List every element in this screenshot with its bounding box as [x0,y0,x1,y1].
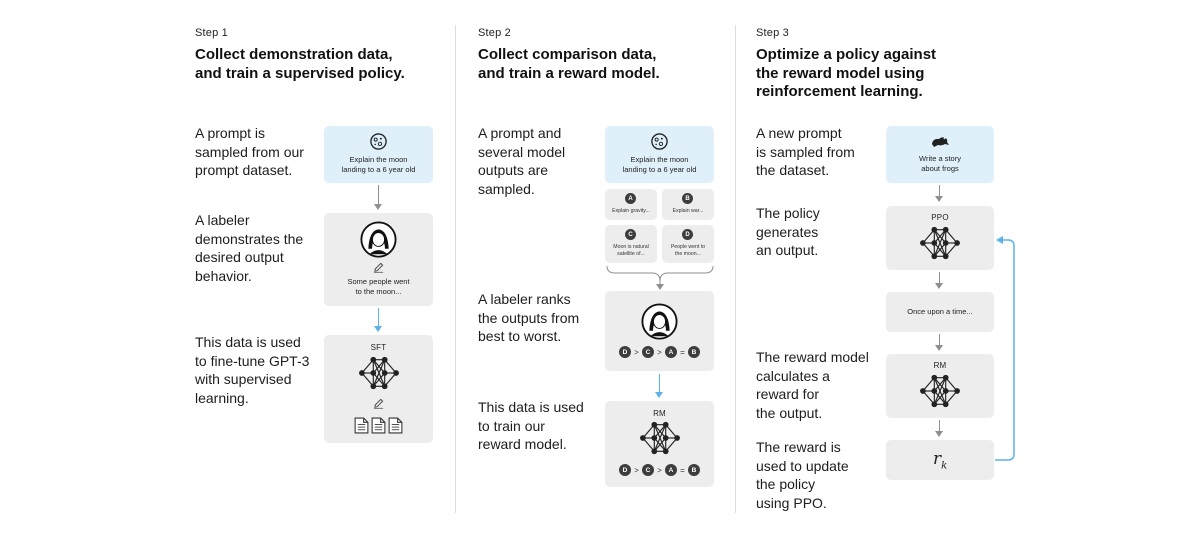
step-label: Step 2 [478,27,512,39]
output-letter-badge: C [625,229,636,240]
arrow [939,185,940,197]
output-letter-badge: B [682,193,693,204]
frog-icon [930,134,950,148]
moon-icon [650,132,669,151]
reward-symbol: rk [933,449,948,472]
arrow-head [935,345,943,351]
pencil-icon [373,262,384,273]
arrow [939,334,940,346]
network-icon [637,419,683,457]
output-letter-badge: D [682,229,693,240]
output-letter-badge: A [625,193,636,204]
arrow-head [374,204,382,210]
network-icon [356,354,402,392]
person-icon [641,303,678,340]
output-text: Once upon a time... [907,307,973,316]
output-card-b: B Explain war... [662,189,714,220]
arrow [378,308,379,327]
policy-card: PPO [886,206,994,270]
person-icon [360,221,397,258]
arrow-head [374,326,382,332]
policy-label: PPO [931,213,949,222]
step-label: Step 3 [756,27,790,39]
arrow-head [655,392,663,398]
document-icon [371,417,386,434]
arrow [939,272,940,284]
ranking: D > C > A = B [619,464,700,476]
output-text: Explain gravity... [612,208,650,214]
arrow-head [935,431,943,437]
reward-model-card: RM D > C > A = B [605,401,714,487]
model-label: RM [653,409,666,418]
generated-output-card: Once upon a time... [886,292,994,332]
column-divider [455,25,456,513]
step-title: Collect comparison data, and train a rew… [478,46,660,82]
ranking: D > C > A = B [619,346,700,358]
sft-model-card: SFT [324,335,433,443]
step-label: Step 1 [195,27,229,39]
output-card-a: A Explain gravity... [605,189,657,220]
document-icon [354,417,369,434]
arrow-head [935,283,943,289]
document-icon [388,417,403,434]
column-divider [735,25,736,513]
brace-connector [606,265,714,290]
step-title: Collect demonstration data, and train a … [195,46,405,82]
reward-card: rk [886,440,994,480]
labeler-ranking-card: D > C > A = B [605,291,714,371]
step-title: Optimize a policy against the reward mod… [756,46,937,100]
model-label: RM [933,361,947,370]
arrow-head [935,196,943,202]
pencil-icon [373,398,384,409]
moon-icon [369,132,388,151]
reward-model-card: RM [886,354,994,418]
arrow [378,185,379,205]
arrow [659,374,660,393]
network-icon [917,224,963,262]
feedback-arrow [995,236,1015,461]
output-text: Explain war... [672,208,704,214]
network-icon [917,372,963,410]
arrow [939,420,940,432]
model-label: SFT [370,343,387,352]
